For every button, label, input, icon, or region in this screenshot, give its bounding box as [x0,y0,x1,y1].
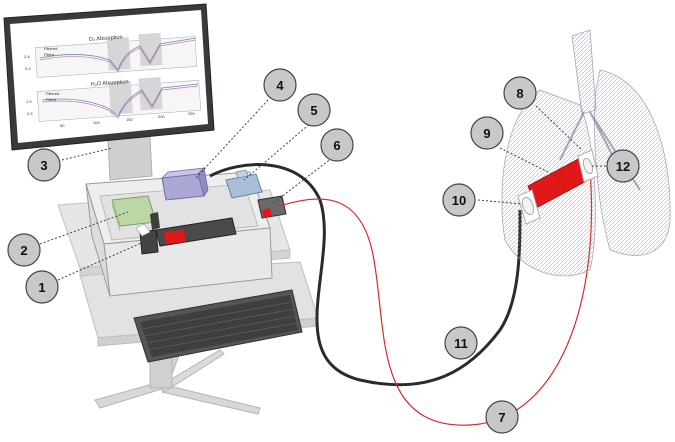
callout-1-label: 1 [38,280,45,295]
callout-2: 2 [7,233,41,267]
callout-8-label: 8 [516,86,523,101]
callout-4-label: 4 [276,78,284,93]
callout-5: 5 [297,93,331,127]
callout-5-label: 5 [310,103,317,118]
plot-bottom-ytick-1: 1.0 [26,99,32,104]
callout-10: 10 [442,183,476,217]
black-cable [209,163,522,387]
plot-top-ytick-2: 0.2 [25,66,31,71]
callout-12-label: 12 [616,159,630,174]
callout-2-label: 2 [20,243,27,258]
plot-bottom-legend-1: Filtered [46,91,59,96]
callout-11: 11 [444,326,478,360]
plot-bottom-title: H₂O Absorption [91,79,129,88]
purple-module [160,167,209,201]
callout-6: 6 [320,128,354,162]
plot-xtick-4: 200 [158,114,165,119]
plot-top-title: O₂ Absorption [89,34,123,42]
blue-module [225,169,263,199]
monitor-plot-bottom: H₂O Absorption Filtered Fitted 1.0 0.5 5… [26,76,202,128]
measurement-tube [517,149,599,225]
connector-block [257,195,287,219]
callout-3: 3 [27,148,61,182]
plot-top-ytick-1: 2.4 [24,54,30,59]
plot-bottom-legend-2: Fitted [46,97,56,102]
plot-xtick-3: 150 [126,117,133,122]
monitor: O₂ Absorption Filtered Fitted 2.4 0.2 H₂… [3,3,215,181]
callout-9: 9 [470,116,504,150]
laser-assembly [135,212,237,255]
keyboard [133,289,303,363]
callout-3-label: 3 [40,158,47,173]
callout-9-label: 9 [483,126,490,141]
plot-xtick-5: 250 [188,111,195,116]
monitor-plot-top: O₂ Absorption Filtered Fitted 2.4 0.2 [24,32,198,78]
plot-top-legend-2: Fitted [44,52,54,57]
callout-1: 1 [25,270,59,304]
leader-lines [39,99,614,281]
plot-bottom-ytick-2: 0.5 [27,111,33,116]
callout-10-label: 10 [452,193,466,208]
plot-xtick-2: 100 [93,120,100,125]
callout-12: 12 [606,149,640,183]
plot-top-legend-1: Filtered [44,46,57,51]
callout-4: 4 [263,68,297,102]
callout-6-label: 6 [333,138,340,153]
callout-7-label: 7 [498,410,505,425]
plot-xtick-1: 50 [60,123,65,128]
red-cable [279,169,593,426]
callout-7: 7 [485,400,519,434]
callout-8: 8 [503,76,537,110]
callout-11-label: 11 [454,336,468,351]
